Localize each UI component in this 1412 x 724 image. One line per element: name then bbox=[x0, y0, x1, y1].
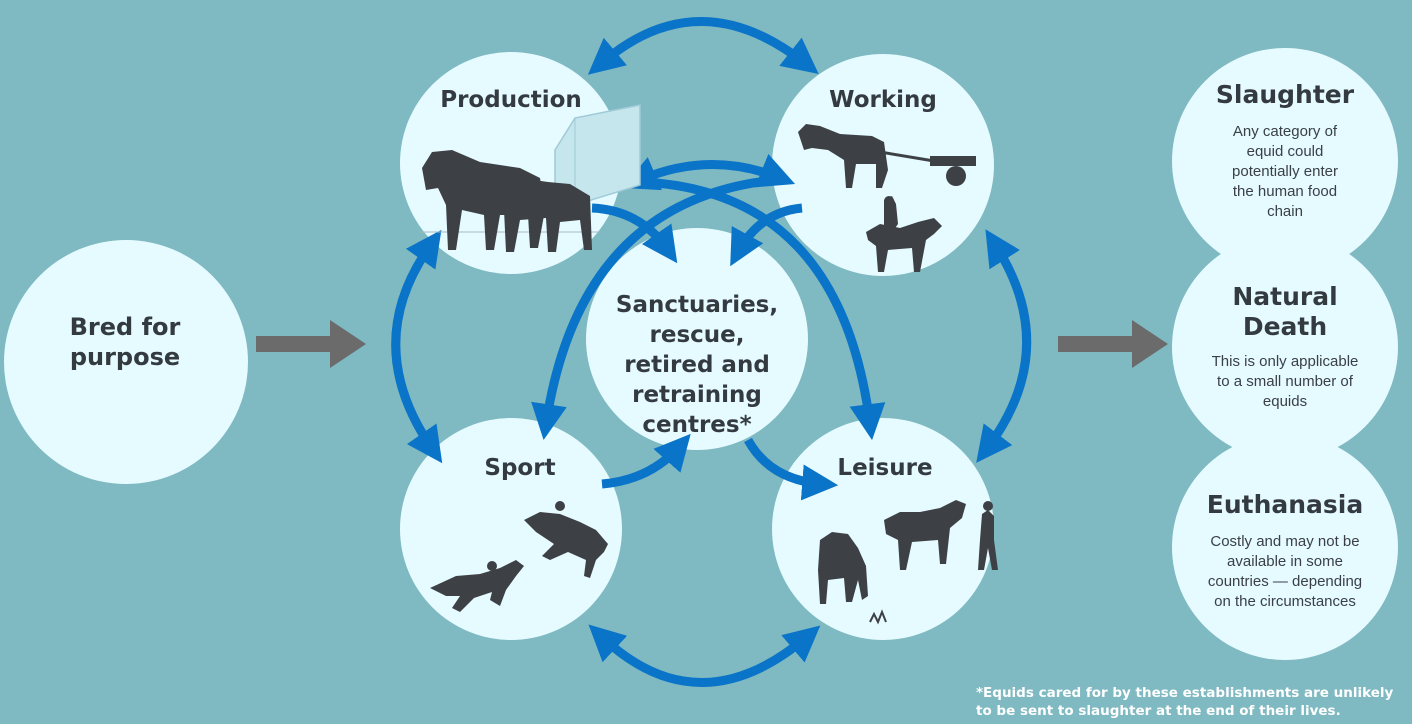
bred-for-purpose-node bbox=[4, 240, 248, 484]
working-horses-icon bbox=[798, 124, 976, 272]
arrow-sport-leisure-icon bbox=[588, 624, 821, 687]
bred-for-purpose-label: Bred for purpose bbox=[69, 313, 181, 371]
arrow-center-leisure-icon bbox=[744, 437, 839, 501]
natural-death-title: Natural Death bbox=[1232, 282, 1338, 341]
arrow-production-sport-icon bbox=[391, 229, 443, 464]
arrow-production-working-icon bbox=[587, 17, 819, 75]
euthanasia-title: Euthanasia bbox=[1206, 490, 1364, 519]
footnote: *Equids cared for by these establishment… bbox=[976, 685, 1394, 719]
arrow-production-leisure-icon bbox=[639, 177, 886, 441]
input-arrow-icon bbox=[256, 320, 366, 368]
arrow-working-leisure-icon bbox=[976, 229, 1032, 463]
slaughter-title: Slaughter bbox=[1215, 80, 1355, 109]
natural-death-description: This is only applicable to a small numbe… bbox=[1211, 353, 1359, 410]
euthanasia-description: Costly and may not be available in some … bbox=[1207, 533, 1363, 610]
arrow-inner-top-icon bbox=[621, 153, 796, 191]
slaughter-description: Any category of equid could potentially … bbox=[1232, 123, 1338, 220]
production-horses-icon bbox=[420, 104, 641, 252]
leisure-label: Leisure bbox=[837, 455, 933, 481]
natural-death-node bbox=[1172, 234, 1398, 460]
sanctuaries-label: Sanctuaries, rescue, retired and retrain… bbox=[615, 292, 779, 438]
leisure-horses-icon bbox=[818, 500, 998, 625]
production-label: Production bbox=[440, 87, 582, 113]
sport-label: Sport bbox=[484, 455, 556, 481]
sport-horses-icon bbox=[430, 501, 608, 612]
arrow-sport-center-icon bbox=[601, 433, 691, 489]
arrow-production-center-icon bbox=[591, 203, 678, 264]
working-label: Working bbox=[829, 87, 937, 113]
output-arrow-icon bbox=[1058, 320, 1168, 368]
leisure-node bbox=[772, 418, 994, 640]
arrow-working-sport-icon bbox=[531, 175, 776, 441]
euthanasia-node bbox=[1172, 434, 1398, 660]
sanctuaries-node bbox=[586, 228, 808, 450]
